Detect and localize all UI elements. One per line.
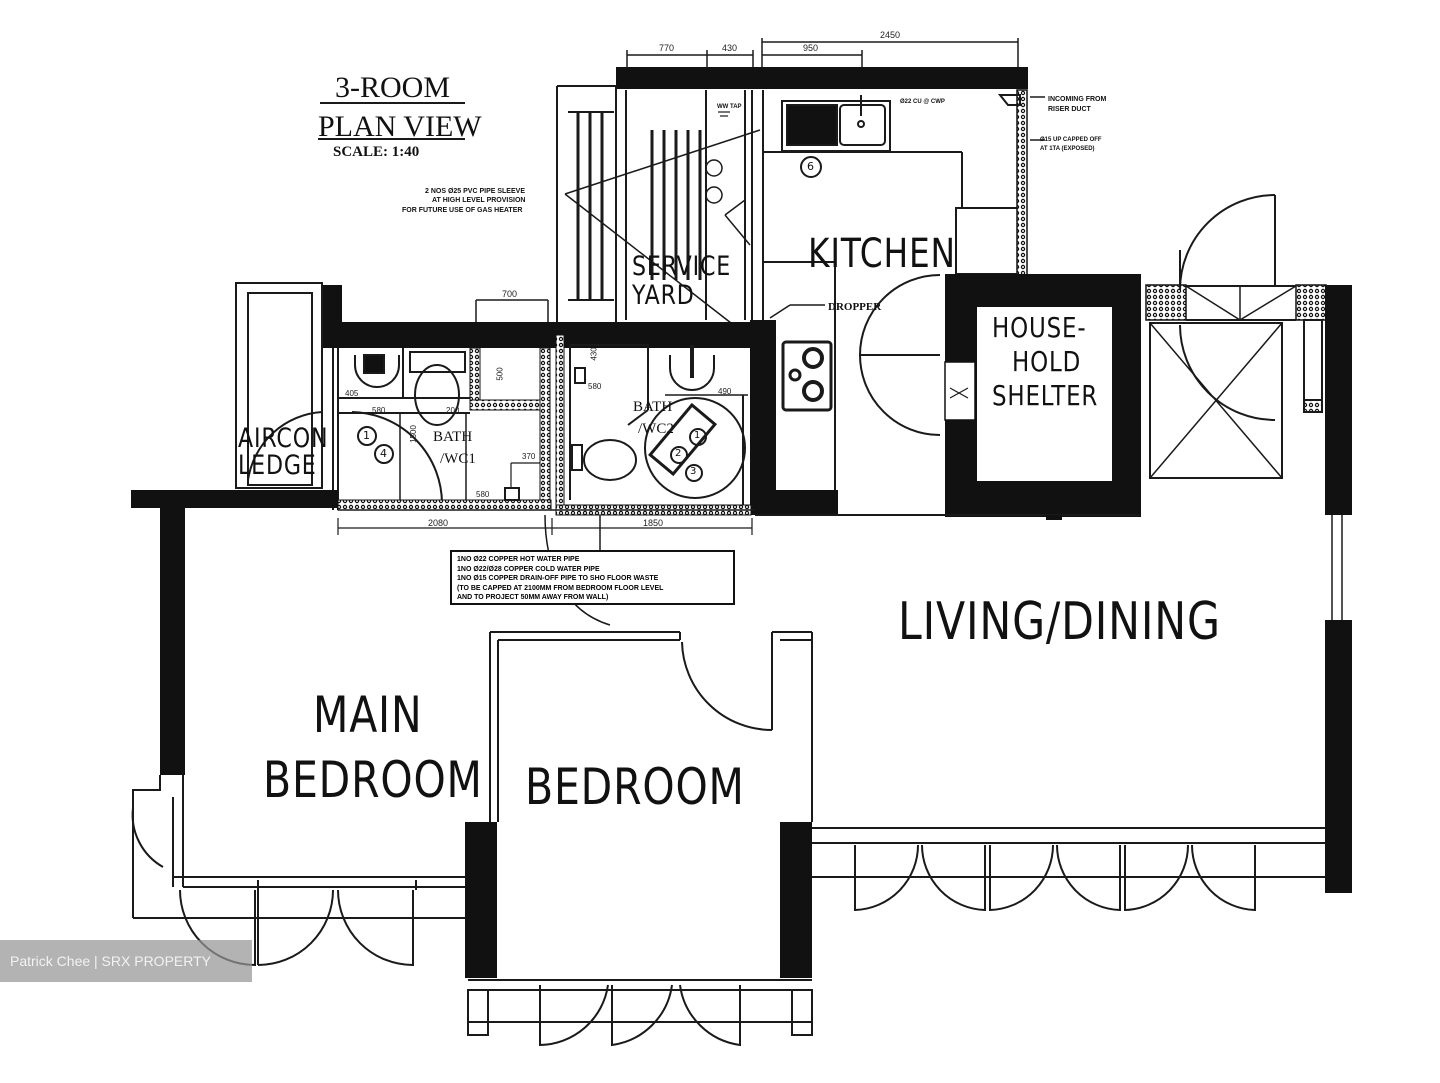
wc-bowl-icon: [414, 364, 460, 426]
capped-note: Ø15 UP CAPPED OFF: [1040, 137, 1102, 143]
basin-icon: [669, 355, 715, 391]
top-dimensions: [626, 38, 1019, 67]
dimension-label: 1850: [643, 518, 664, 528]
room-label-aircon-ledge: AIRCON: [238, 423, 329, 454]
kitchen-pipe-label: Ø22 CU @ CWP: [900, 99, 945, 105]
pipe-note-line: (TO BE CAPPED AT 2100MM FROM BEDROOM FLO…: [457, 584, 664, 592]
main-door-swing: [1179, 194, 1276, 291]
dimension-label: 2080: [428, 518, 449, 528]
wall-bath-top: [322, 322, 755, 348]
hatched-wall: [1016, 89, 1028, 276]
room-label-aircon-ledge: LEDGE: [238, 450, 317, 481]
stove-icon: [781, 340, 833, 412]
basin-icon: [354, 355, 400, 388]
drying-rack-right: [650, 130, 702, 280]
dimension-label: 200: [446, 406, 460, 415]
dimension-label: 580: [588, 382, 602, 391]
dimension-label: 580: [372, 406, 386, 415]
pipe-note-box: 1NO Ø22 COPPER HOT WATER PIPE 1NO Ø22/Ø2…: [450, 550, 735, 605]
bedroom-door-swing: [681, 641, 773, 731]
wc1-markers: [357, 426, 394, 464]
room-label-living-dining: LIVING/DINING: [898, 592, 1221, 652]
room-label-main-bedroom: BEDROOM: [263, 751, 483, 809]
fixture-number: 1: [363, 429, 370, 442]
pipe-note-line: AND TO PROJECT 50MM AWAY FROM WALL): [457, 594, 609, 601]
pipe-note-line: 1NO Ø22/Ø28 COPPER COLD WATER PIPE: [457, 565, 600, 573]
plan-scale: SCALE: 1:40: [333, 144, 420, 160]
entrance-box: [1149, 322, 1283, 479]
dropper-label: DROPPER: [828, 301, 882, 313]
dimension-label: 770: [659, 43, 675, 53]
gas-heater-note: FOR FUTURE USE OF GAS HEATER: [402, 207, 523, 214]
fixture-number: 3: [690, 466, 697, 477]
ww-tap-label: WW TAP: [717, 104, 742, 110]
capped-note: AT 1TA (EXPOSED): [1040, 146, 1095, 152]
wall-main-bedroom-left: [160, 490, 185, 775]
shower-door-swing: [644, 397, 746, 499]
living-window-doors: [854, 844, 1256, 912]
pipe-note-line: 1NO Ø22 COPPER HOT WATER PIPE: [457, 556, 580, 563]
dimension-label: 430: [722, 43, 738, 53]
fixture-number: 6: [807, 160, 814, 173]
room-label-service-yard: YARD: [632, 280, 695, 311]
room-label-household-shelter: SHELTER: [992, 379, 1099, 412]
dimension-label: 500: [495, 367, 505, 381]
room-label-bath-wc2: /WC2: [638, 421, 674, 437]
drying-rack-left: [568, 111, 614, 301]
room-label-bedroom: BEDROOM: [525, 758, 745, 816]
dimension-label: 370: [522, 452, 536, 461]
wc2-markers: [670, 428, 707, 482]
wc-bowl-icon: [583, 439, 637, 481]
plan-title: 3-ROOM: [335, 71, 451, 104]
room-label-household-shelter: HOLD: [1012, 345, 1082, 378]
wall-right-lower: [1325, 620, 1352, 893]
fixture-number: 4: [380, 447, 387, 460]
riser-note: RISER DUCT: [1048, 106, 1091, 113]
fixture-number: 2: [675, 448, 682, 459]
dimension-label: 490: [718, 387, 732, 396]
gas-heater-note: 2 NOS Ø25 PVC PIPE SLEEVE: [425, 188, 525, 195]
room-label-bath-wc1: /WC1: [440, 451, 476, 467]
room-label-main-bedroom: MAIN: [313, 686, 423, 744]
room-label-service-yard: SERVICE: [632, 251, 732, 282]
plan-subtitle: PLAN VIEW: [318, 110, 482, 143]
dimension-label: 405: [345, 389, 359, 398]
gas-heater-note: AT HIGH LEVEL PROVISION: [432, 197, 526, 204]
fixture-number: 1: [694, 430, 701, 441]
dimension-label: 580: [476, 490, 490, 499]
watermark: Patrick Chee | SRX PROPERTY: [0, 940, 252, 982]
dimension-label: 430: [589, 347, 599, 361]
door-swing: [858, 274, 941, 356]
shower-door-swing: [351, 411, 444, 506]
fixture-marker: [800, 156, 822, 178]
kitchen-sink-icon: [781, 95, 891, 152]
wall-top-kitchen: [616, 67, 1028, 89]
room-label-kitchen: KITCHEN: [808, 231, 956, 277]
dimension-label: 1500: [408, 425, 418, 443]
dimension-label: 2450: [880, 30, 901, 40]
room-label-bath-wc1: BATH: [433, 429, 473, 445]
dimension-label: 950: [803, 43, 819, 53]
wall-right-upper: [1325, 285, 1352, 515]
riser-note: INCOMING FROM: [1048, 96, 1107, 103]
pipe-note-line: 1NO Ø15 COPPER DRAIN-OFF PIPE TO SHO FLO…: [457, 575, 659, 582]
aircon-ledge: [235, 282, 323, 489]
room-label-bath-wc2: BATH: [633, 399, 673, 415]
dimension-label: 700: [502, 289, 518, 299]
room-label-household-shelter: HOUSE-: [992, 311, 1087, 344]
